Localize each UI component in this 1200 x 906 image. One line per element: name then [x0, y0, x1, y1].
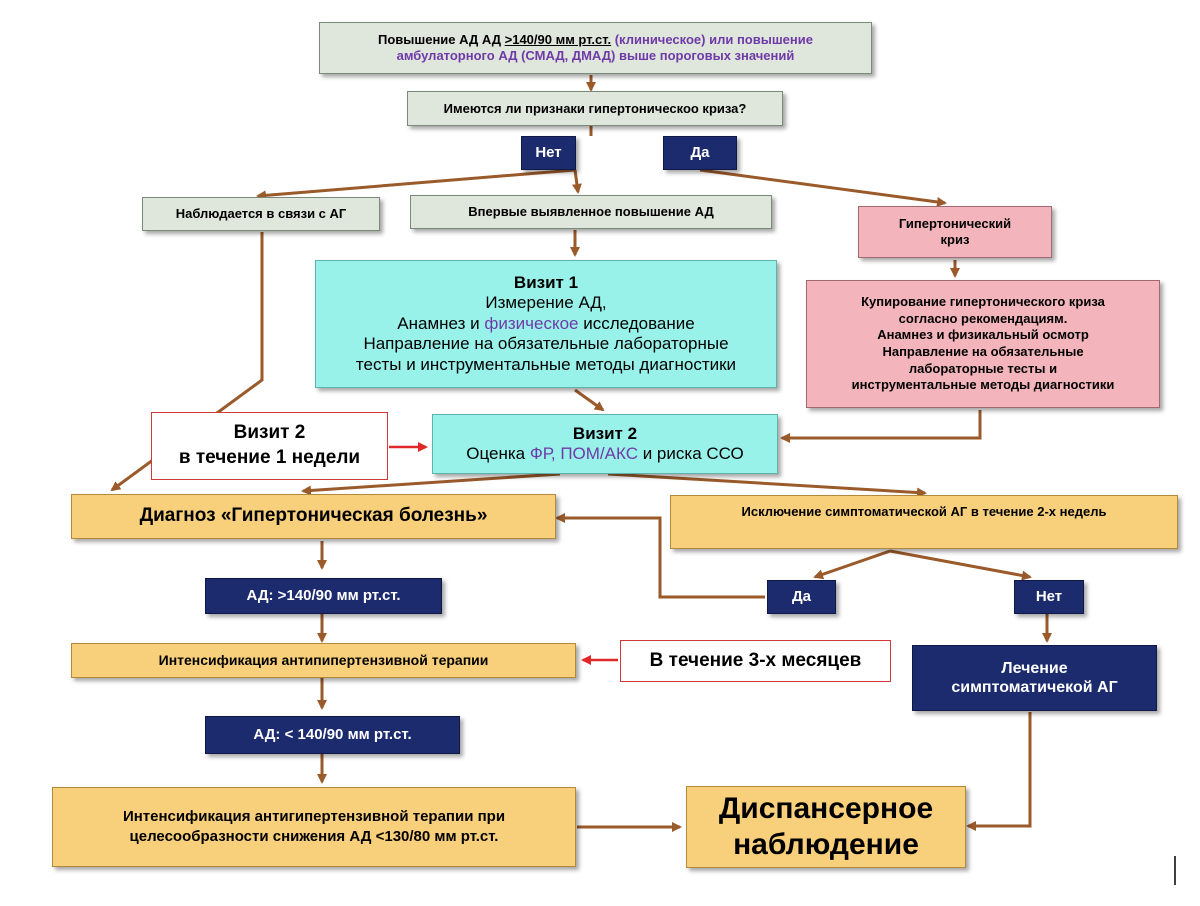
visit1-line2c: исследование — [578, 313, 695, 333]
dispensary-line2: наблюдение — [733, 828, 919, 861]
node-no-2: Нет — [1014, 580, 1084, 614]
node-crisis-relief: Купирование гипертонического криза согла… — [806, 280, 1160, 408]
node-exclusion: Исключение симптоматической АГ в течение… — [670, 495, 1178, 549]
yes-2-text: Да — [791, 588, 812, 605]
visit1-line4: тесты и инструментальные методы диагност… — [355, 354, 737, 374]
visit1-title: Визит 1 — [513, 273, 579, 293]
arrow-treatment-to-dispensary — [966, 712, 1032, 831]
crisis-line2: криз — [940, 232, 970, 247]
diagnosis-text: Диагноз «Гипертоническая болезнь» — [139, 505, 488, 527]
intensify-text: Интенсификация антипипертензивной терапи… — [158, 652, 489, 669]
node-dispensary: Диспансерное наблюдение — [686, 786, 966, 868]
intensify2-line1: Интенсификация антигипертензивной терапи… — [122, 807, 506, 825]
node-visit1: Визит 1 Измерение АД, Анамнез и физическ… — [315, 260, 777, 388]
node-diagnosis: Диагноз «Гипертоническая болезнь» — [71, 494, 556, 539]
start-text-c: (клиническое) или повышение — [611, 32, 813, 48]
visit1-line2a: Анамнез и — [397, 313, 485, 333]
node-three-months: В течение 3-х месяцев — [620, 640, 891, 682]
arrow-yes-to-crisis — [699, 168, 947, 207]
node-treat-symptomatic: Лечение симптоматичекой АГ — [912, 645, 1157, 711]
relief-line4: Направление на обязательные — [882, 344, 1084, 359]
node-bp-low: АД: < 140/90 мм рт.ст. — [205, 716, 460, 754]
arrow-no-to-observed — [256, 168, 576, 201]
relief-line6: инструментальные методы диагностики — [851, 377, 1115, 393]
visit1-line1: Измерение АД, — [485, 293, 607, 313]
arrow-visit2-to-diagnosis — [301, 472, 561, 496]
node-visit2-note: Визит 2 в течение 1 недели — [151, 412, 388, 480]
visit2-title: Визит 2 — [572, 423, 638, 443]
node-intensify-2: Интенсификация антигипертензивной терапи… — [52, 787, 576, 867]
arrow-yes-to-diagnosis — [555, 513, 765, 599]
arrow-relief-to-visit2 — [780, 410, 982, 443]
arrow-exclusion-to-yes — [813, 549, 891, 580]
visit2-line1b: ФР, ПОМ/АКС — [529, 444, 638, 463]
exclusion-text: Исключение симптоматической АГ в течение… — [741, 504, 1107, 519]
arrow-no-to-first-found — [571, 169, 582, 194]
visit2-note-line2: в течение 1 недели — [178, 447, 361, 468]
relief-line3: Анамнез и физикальный осмотр — [877, 327, 1089, 343]
relief-line2: согласно рекомендациям. — [898, 310, 1068, 326]
dispensary-line1: Диспансерное — [718, 792, 934, 825]
start-text-a: Повышение АД АД — [378, 32, 505, 48]
node-hypertensive-crisis: Гипертонический криз — [858, 206, 1052, 258]
node-yes-2: Да — [767, 580, 836, 614]
start-text-line2: амбулаторного АД (СМАД, ДМАД) выше порог… — [396, 48, 795, 63]
node-visit2: Визит 2 Оценка ФР, ПОМ/АКС и риска ССО — [432, 414, 778, 474]
visit1-line2b: физическое — [484, 313, 579, 333]
relief-line1: Купирование гипертонического криза — [861, 294, 1105, 310]
three-months-text: В течение 3-х месяцев — [649, 649, 862, 671]
node-yes-1: Да — [663, 136, 737, 170]
treat-line2: симптоматичекой АГ — [951, 679, 1118, 696]
no-2-text: Нет — [1035, 588, 1063, 605]
visit1-line3: Направление на обязательные лабораторные — [363, 334, 729, 354]
relief-line5: лабораторные тесты и — [908, 360, 1058, 376]
node-bp-elevation: Повышение АД АД >140/90 мм рт.ст. (клини… — [319, 22, 872, 74]
crisis-question-text: Имеются ли признаки гипертоническоо криз… — [443, 100, 747, 116]
start-threshold: >140/90 мм рт.ст. — [504, 32, 612, 48]
treat-line1: Лечение — [1001, 659, 1068, 677]
crisis-line1: Гипертонический — [898, 216, 1012, 232]
no-1-text: Нет — [535, 144, 562, 161]
node-observed: Наблюдается в связи с АГ — [142, 197, 380, 231]
intensify2-line2: целесообразности снижения АД <130/80 мм … — [129, 828, 499, 845]
arrow-visit1-to-visit2 — [574, 388, 605, 412]
bp-low-text: АД: < 140/90 мм рт.ст. — [253, 726, 412, 743]
node-bp-high: АД: >140/90 мм рт.ст. — [205, 578, 442, 614]
node-first-found: Впервые выявленное повышение АД — [410, 195, 772, 229]
first-found-text: Впервые выявленное повышение АД — [468, 204, 714, 220]
node-intensify: Интенсификация антипипертензивной терапи… — [71, 643, 576, 678]
arrow-visit2-to-exclusion — [607, 472, 927, 498]
visit2-line1a: Оценка — [466, 444, 530, 463]
visit2-line1c: и риска ССО — [637, 444, 744, 463]
arrow-exclusion-to-no — [889, 549, 1032, 581]
observed-text: Наблюдается в связи с АГ — [175, 206, 347, 222]
node-no-1: Нет — [521, 136, 576, 170]
node-crisis-question: Имеются ли признаки гипертоническоо криз… — [407, 91, 783, 126]
yes-1-text: Да — [690, 144, 710, 161]
visit2-note-line1: Визит 2 — [233, 422, 306, 444]
bp-high-text: АД: >140/90 мм рт.ст. — [246, 587, 401, 604]
